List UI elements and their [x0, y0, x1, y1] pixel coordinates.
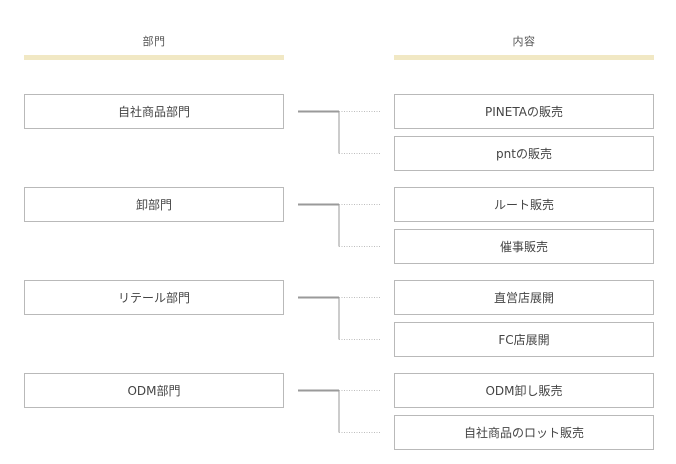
content-box-pnt-sales: pntの販売	[394, 136, 654, 171]
content-box-direct-stores: 直営店展開	[394, 280, 654, 315]
content-box-odm-wholesale: ODM卸し販売	[394, 373, 654, 408]
department-box-wholesale: 卸部門	[24, 187, 284, 222]
department-box-odm: ODM部門	[24, 373, 284, 408]
content-box-event-sales: 催事販売	[394, 229, 654, 264]
content-box-route-sales: ルート販売	[394, 187, 654, 222]
group-connector	[298, 280, 382, 346]
content-box-lot-sales: 自社商品のロット販売	[394, 415, 654, 450]
group-connector	[298, 373, 382, 439]
department-box-own-products: 自社商品部門	[24, 94, 284, 129]
content-box-pineta-sales: PINETAの販売	[394, 94, 654, 129]
group-connector	[298, 94, 382, 160]
content-header-bar	[394, 55, 654, 60]
department-column-header: 部門	[142, 35, 166, 48]
content-box-fc-stores: FC店展開	[394, 322, 654, 357]
content-column-header: 内容	[512, 35, 536, 48]
group-connector	[298, 187, 382, 253]
department-header-bar	[24, 55, 284, 60]
department-box-retail: リテール部門	[24, 280, 284, 315]
